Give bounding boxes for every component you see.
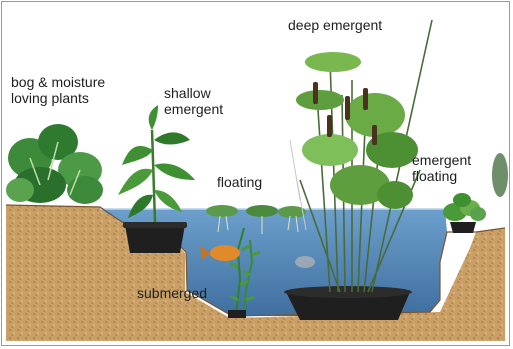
label-floating: floating bbox=[217, 174, 262, 190]
label-emergent-floating: emergent floating bbox=[412, 152, 471, 184]
bog-plants-illustration bbox=[6, 124, 103, 204]
label-deep-emergent: deep emergent bbox=[288, 17, 382, 33]
label-shallow-emergent: shallow emergent bbox=[164, 85, 223, 117]
label-submerged: submerged bbox=[137, 285, 207, 301]
shallow-emergent-illustration bbox=[118, 105, 195, 253]
label-bog-moisture-plants: bog & moisture loving plants bbox=[11, 74, 105, 106]
